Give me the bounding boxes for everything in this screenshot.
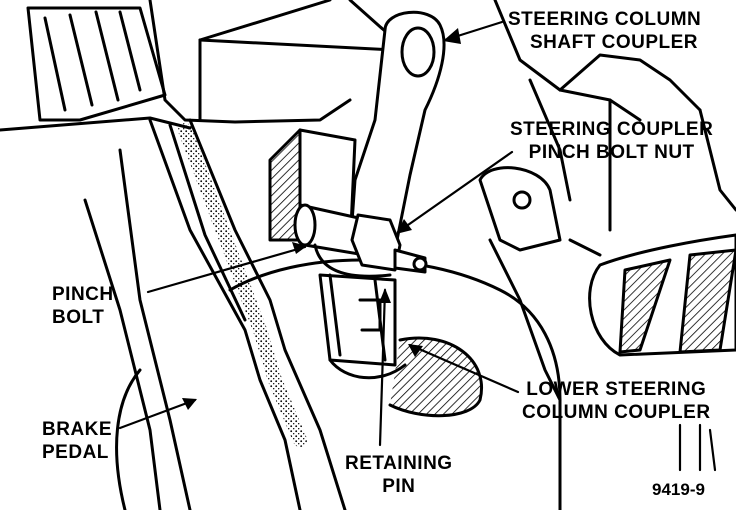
label-lower-steering-column-coupler: LOWER STEERING COLUMN COUPLER — [522, 378, 711, 424]
label-line: RETAINING — [345, 453, 453, 474]
label-pinch-bolt: PINCH BOLT — [52, 283, 114, 329]
label-line: STEERING COLUMN — [508, 9, 702, 30]
label-line: BRAKE — [42, 419, 113, 440]
label-line: BOLT — [52, 307, 105, 328]
lower-right-bracket — [568, 233, 736, 357]
label-line: STEERING COUPLER — [510, 119, 714, 140]
label-line: SHAFT COUPLER — [530, 32, 698, 53]
label-brake-pedal: BRAKE PEDAL — [42, 418, 112, 464]
label-line: PINCH BOLT NUT — [528, 142, 695, 163]
pinch-bolt-assembly — [293, 203, 428, 274]
figure-number: 9419-9 — [652, 480, 705, 499]
label-line: PEDAL — [42, 442, 109, 463]
label-line: COLUMN COUPLER — [522, 402, 711, 423]
label-line: LOWER STEERING — [526, 379, 707, 400]
lower-column-coupler — [313, 243, 483, 418]
label-steering-coupler-pinch-bolt-nut: STEERING COUPLER PINCH BOLT NUT — [510, 118, 713, 164]
brake-pedal-arm — [83, 118, 347, 510]
label-line: PINCH — [52, 284, 114, 305]
dash-connector-block — [0, 6, 192, 132]
leader-lines — [118, 20, 717, 472]
label-steering-column-shaft-coupler: STEERING COLUMN SHAFT COUPLER — [508, 8, 701, 54]
label-line: PIN — [382, 476, 416, 497]
label-retaining-pin: RETAINING PIN — [345, 452, 453, 498]
right-clamp — [478, 166, 562, 402]
